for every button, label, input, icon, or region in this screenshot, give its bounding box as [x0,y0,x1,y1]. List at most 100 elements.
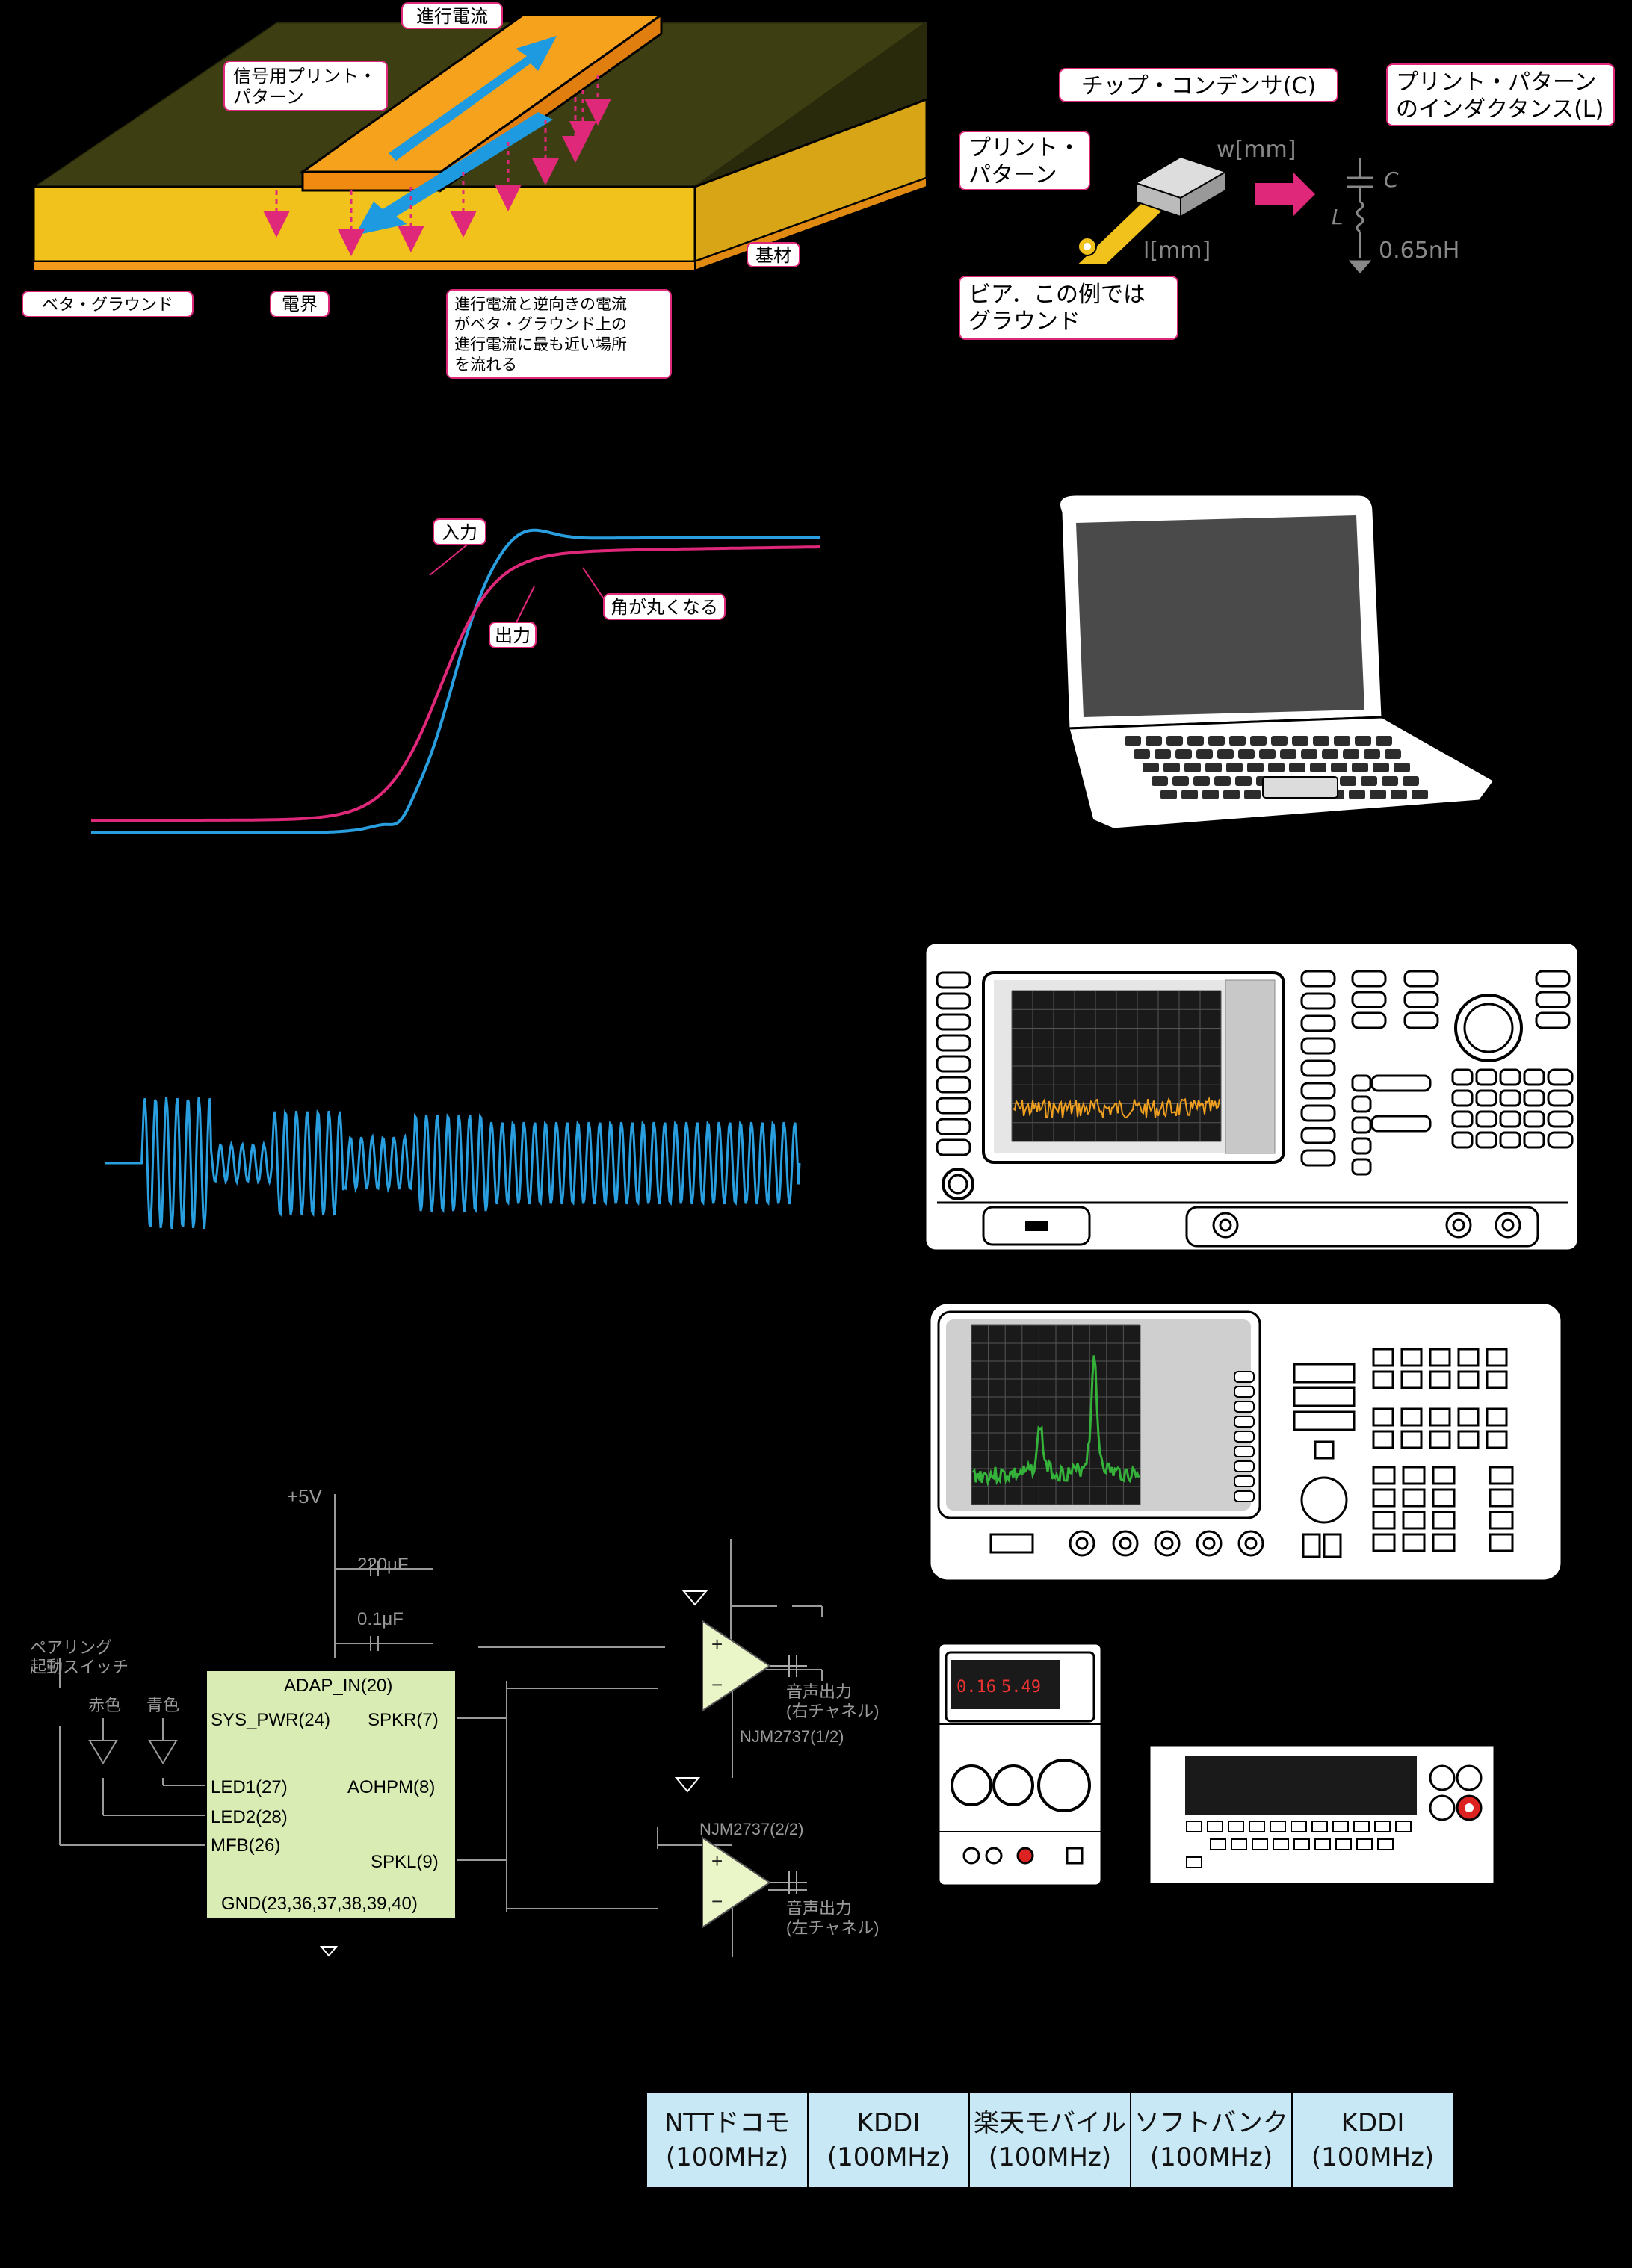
dmm-key [1207,1821,1223,1832]
laptop-key [1202,790,1219,799]
label-out-r-1: 音声出力 [786,1682,852,1701]
sa1-side-button [936,1097,971,1115]
label-signal-current: 進行電流 [416,6,488,27]
label-ground: ベタ・グラウンド [42,296,173,315]
burst-waveform-plot [105,1097,801,1230]
sa2-key [1323,1533,1342,1558]
sa1-soft-key [1300,1059,1336,1077]
laptop-key [1205,763,1222,772]
svg-text:−: − [711,1673,723,1696]
sa2-key [1457,1370,1480,1389]
sa2-soft-key [1234,1401,1255,1413]
sa2-key [1486,1370,1508,1389]
sa1-key [1499,1068,1521,1086]
sa1-soft-key [1300,1082,1336,1100]
sa1-key [1523,1131,1545,1149]
sa1-soft-key [1300,1149,1336,1167]
laptop-key [1146,736,1162,746]
sa1-soft-key [1300,970,1336,988]
pin-mfb: MFB(26) [211,1835,280,1856]
dmm-key [1374,1821,1391,1832]
sa1-key [1535,970,1571,988]
svg-text:−: − [711,1890,723,1912]
label-via-2: グラウンド [968,309,1081,335]
sa1-key [1351,1095,1372,1113]
spectrum-trace-1 [1013,1096,1220,1119]
sa1-key [1351,1158,1372,1176]
sa2-key [1429,1407,1451,1427]
label-out-l-2: (左チャネル) [786,1918,879,1937]
sa1-side-button [936,1138,971,1156]
sa1-key [1403,1011,1439,1029]
sa1-key [1403,970,1439,988]
dmm-key [1186,1821,1202,1832]
sa2-key [1489,1488,1514,1508]
label-length: l[mm] [1143,238,1211,264]
sa2-key [1486,1407,1508,1427]
sa2-key [1432,1533,1456,1552]
sa2-key [1432,1511,1456,1530]
laptop-key [1214,776,1231,786]
sa2-key [1402,1511,1426,1530]
sa1-key [1451,1110,1474,1128]
sa2-key [1372,1430,1394,1449]
laptop-key [1313,736,1329,746]
sa1-key [1475,1131,1497,1149]
sa1-key [1351,1074,1372,1092]
laptop-key [1376,736,1392,746]
sa1-side-button [936,1076,971,1094]
laptop-key [1163,763,1180,772]
label-out-r-2: (右チャネル) [786,1702,879,1720]
svg-text:+: + [711,1633,723,1655]
sa2-key [1402,1488,1426,1508]
sa1-key [1475,1089,1497,1107]
laptop-key [1217,749,1234,759]
sa2-soft-key [1234,1416,1255,1428]
laptop-key [1355,736,1371,746]
sa1-key [1547,1131,1574,1149]
carrier-band: (100MHz) [1311,2142,1435,2172]
sa2-soft-key [1234,1371,1255,1383]
dmm-key [1335,1838,1352,1850]
laptop-key [1352,763,1368,772]
laptop-key [1238,749,1255,759]
label-return-4: を流れる [454,356,517,374]
dmm-key [1249,1821,1265,1832]
chip-capacitor-illustration: C L 0.65nH w[mm] l[mm] チップ・コンデンサ(C) プリント… [959,63,1615,340]
label-opamp-2: NJM2737(2/2) [699,1820,803,1838]
sa2-key [1293,1386,1356,1407]
label-opamp-1: NJM2737(1/2) [740,1727,844,1746]
pin-spkr: SPKR(7) [368,1710,439,1730]
label-width: w[mm] [1217,137,1296,163]
psu-readout-1: 0.16 [956,1678,996,1697]
label-l: L [1332,205,1344,229]
sa2-port-center [1075,1537,1089,1550]
sa2-key [1489,1511,1514,1530]
sa1-key [1523,1089,1545,1107]
laptop-key [1184,763,1201,772]
sa1-key [1499,1089,1521,1107]
laptop-key [1259,749,1276,759]
laptop-key [1331,763,1347,772]
sa2-key [1432,1488,1456,1508]
sa2-key [1293,1363,1356,1384]
pin-gnd: GND(23,36,37,38,39,40) [221,1894,418,1914]
laptop-key [1310,763,1326,772]
laptop-key [1322,749,1338,759]
laptop-key [1226,763,1243,772]
sa1-key [1535,1011,1571,1029]
label-chip-capacitor: チップ・コンデンサ(C) [1081,73,1316,99]
laptop-key [1343,749,1359,759]
spectrum-analyzer-1 [924,941,1580,1252]
sa1-key [1523,1068,1545,1086]
label-signal-pattern-2: パターン [233,87,304,108]
label-efield: 電界 [282,294,318,315]
pin-aohpm: AOHPM(8) [347,1777,435,1797]
sa2-key [1314,1440,1335,1460]
sa2-key [1489,1533,1514,1552]
label-output: 出力 [495,625,531,646]
schematic: +− +− +5V 220μF 0.1μF ペアリング 起動スイッチ 赤色 青色… [30,1485,879,1957]
label-c: C [1384,167,1399,192]
laptop-illustration [1058,493,1497,832]
